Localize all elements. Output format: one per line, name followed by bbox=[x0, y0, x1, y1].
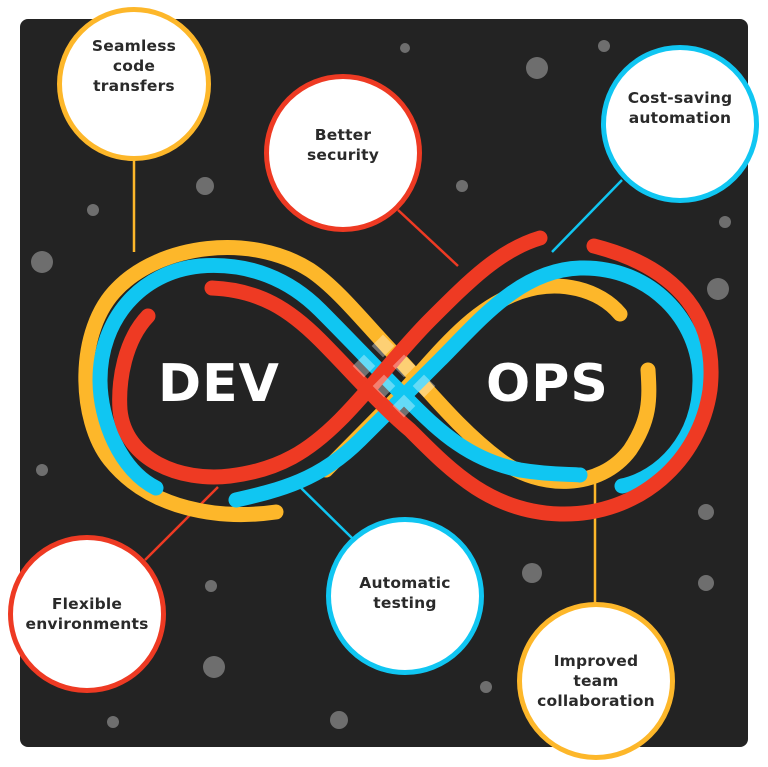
benefit-better-security: Better security bbox=[264, 74, 422, 232]
crossing-highlights bbox=[352, 334, 436, 418]
benefit-label: Seamless code transfers bbox=[91, 37, 177, 95]
benefit-cost-saving-automation: Cost-saving automation bbox=[601, 45, 759, 203]
benefit-label: Cost-saving automation bbox=[627, 89, 733, 127]
dev-label: DEV bbox=[158, 354, 280, 414]
benefit-improved-team-collaboration: Improved team collaboration bbox=[517, 602, 675, 760]
star-dots bbox=[31, 40, 731, 729]
benefit-flexible-environments: Flexible environments bbox=[8, 535, 166, 693]
infinity-strands bbox=[78, 230, 719, 522]
benefit-seamless-code-transfers: Seamless code transfers bbox=[57, 7, 211, 161]
benefit-automatic-testing: Automatic testing bbox=[326, 517, 484, 675]
benefit-label: Automatic testing bbox=[359, 574, 451, 612]
connector-lines bbox=[132, 158, 623, 606]
benefit-label: Improved team collaboration bbox=[537, 652, 655, 710]
benefit-label: Better security bbox=[306, 126, 380, 164]
ops-label: OPS bbox=[486, 354, 609, 414]
benefit-label: Flexible environments bbox=[25, 595, 149, 633]
